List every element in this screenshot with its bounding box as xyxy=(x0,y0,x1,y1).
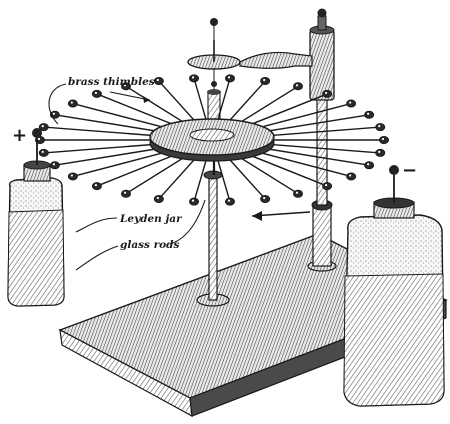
brass-thimble xyxy=(224,74,235,83)
thimble-highlight xyxy=(70,101,73,104)
leyden-jar-right xyxy=(343,165,445,407)
thimble-highlight xyxy=(156,78,159,82)
minus-sign: − xyxy=(402,160,417,181)
thimble-highlight xyxy=(378,150,381,153)
brass-thimble xyxy=(121,82,131,91)
brass-thimble xyxy=(189,74,200,83)
thimble-highlight xyxy=(41,125,44,128)
brass-thimble xyxy=(293,189,303,198)
brass-thimble xyxy=(379,136,389,144)
thimble-highlight xyxy=(295,191,299,194)
thimble-highlight xyxy=(378,125,381,128)
thimble-highlight xyxy=(367,112,370,115)
label-leyden-jar-group: Leyden jar xyxy=(75,213,183,233)
brass-thimble xyxy=(346,99,357,108)
thimble-highlight xyxy=(37,137,41,141)
thimble-highlight xyxy=(295,84,299,87)
brass-thimble xyxy=(260,77,271,86)
brass-thimble xyxy=(189,197,200,206)
support-column xyxy=(307,8,337,272)
brass-thimble xyxy=(153,77,164,86)
brass-thimble xyxy=(364,161,375,170)
label-glass-rods-group: glass rods xyxy=(75,199,206,271)
brass-thimble xyxy=(375,148,386,157)
thimble-highlight xyxy=(263,78,266,82)
thimble-highlight xyxy=(41,150,44,153)
thimble-highlight xyxy=(123,84,127,87)
brass-thimble xyxy=(322,182,333,191)
brass-thimble xyxy=(67,99,78,108)
brass-thimble xyxy=(121,189,131,198)
thimble-highlight xyxy=(52,112,55,115)
brass-thimble xyxy=(322,89,333,98)
thimble-highlight xyxy=(349,174,352,177)
brass-thimble xyxy=(38,148,49,157)
thimble-highlight xyxy=(324,91,328,95)
thimble-highlight xyxy=(94,183,98,187)
label-glass-rods: glass rods xyxy=(120,239,179,251)
thimble-highlight xyxy=(191,199,195,202)
brass-thimble xyxy=(38,123,49,132)
brass-thimble xyxy=(224,197,235,206)
brass-thimble xyxy=(346,172,357,181)
rotation-arrow xyxy=(251,211,311,221)
thimble-highlight xyxy=(349,101,352,104)
brass-thimble xyxy=(91,89,102,98)
label-leyden-jar: Leyden jar xyxy=(119,213,183,225)
thimble-highlight xyxy=(123,191,127,194)
brass-thimble xyxy=(364,110,375,119)
insulating-arm xyxy=(187,18,313,90)
brass-thimble xyxy=(67,172,78,181)
plus-sign: + xyxy=(12,125,27,146)
brass-thimble xyxy=(375,123,386,132)
brass-thimble xyxy=(49,161,60,170)
thimble-highlight xyxy=(94,91,98,95)
leyden-jar-left xyxy=(7,128,65,307)
thimble-highlight xyxy=(367,163,370,166)
thimble-highlight xyxy=(263,196,266,200)
thimble-highlight xyxy=(381,137,385,141)
brass-thimble xyxy=(293,82,303,91)
label-brass-thimbles: brass thimbles xyxy=(68,76,155,88)
brass-thimble xyxy=(153,194,164,203)
label-brass-thimbles-group: brass thimbles xyxy=(48,76,155,125)
thimble-highlight xyxy=(191,76,195,79)
brass-thimble xyxy=(91,182,102,191)
thimble-highlight xyxy=(70,174,73,177)
thimble-highlight xyxy=(227,76,231,79)
thimble-highlight xyxy=(52,163,55,166)
rotating-hub xyxy=(149,118,275,162)
brass-thimble xyxy=(260,194,271,203)
thimble-highlight xyxy=(227,199,231,202)
thimble-highlight xyxy=(156,196,159,200)
thimble-highlight xyxy=(324,183,328,187)
